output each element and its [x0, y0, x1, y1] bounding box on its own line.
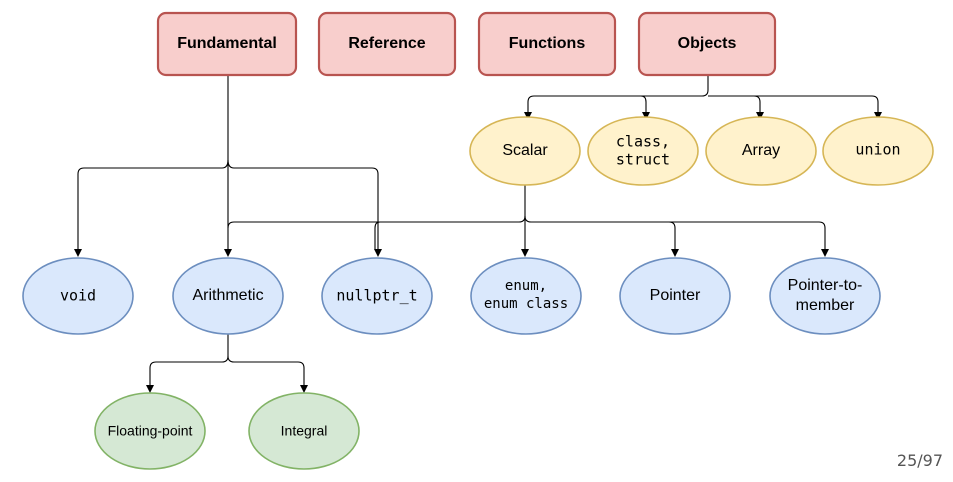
edge-scalar-nullptr [374, 221, 381, 249]
arrow-nullptr [374, 249, 382, 257]
class-label: class, [616, 133, 670, 151]
functions-label: Functions [509, 35, 586, 52]
arrow-union [874, 112, 882, 120]
arrow-array [756, 112, 764, 120]
pointer-to-label: Pointer-to- [788, 277, 863, 294]
scalar-label: Scalar [502, 142, 548, 159]
pointer-label: Pointer [650, 287, 701, 304]
reference-label: Reference [348, 35, 425, 52]
nullptr-node: nullptr_t [321, 257, 433, 335]
arrow-ptrmember [821, 249, 829, 257]
arrow-pointer [671, 249, 679, 257]
objects-label: Objects [678, 35, 737, 52]
arrow-floating [146, 385, 154, 393]
edge-scalar-ptrmember [669, 221, 826, 249]
arithmetic-label: Arithmetic [192, 287, 263, 304]
array-node: Array [705, 116, 817, 186]
edge-fundamental-nullptr [227, 159, 379, 249]
integral-node: Integral [248, 392, 360, 470]
pointer-node: Pointer [619, 257, 731, 335]
nullptr-label: nullptr_t [336, 287, 417, 305]
arrow-arithmetic [224, 249, 232, 257]
edge-objects-trunk [527, 76, 709, 112]
fundamental-node: Fundamental [156, 11, 298, 77]
arithmetic-node: Arithmetic [172, 257, 284, 335]
enum-node: enum, enum class [470, 257, 582, 335]
floating-point-label: Floating-point [108, 423, 193, 439]
struct-label: struct [616, 151, 670, 169]
member-label: member [796, 297, 855, 314]
enum-label: enum, [505, 278, 547, 294]
arrow-enum [521, 249, 529, 257]
edge-scalar-trunk [227, 185, 526, 229]
edge-scalar-pointer [524, 215, 676, 249]
objects-node: Objects [637, 11, 777, 77]
arrow-integral [300, 385, 308, 393]
edge-objects-class [640, 95, 647, 112]
edge-objects-union [754, 95, 879, 112]
edge-objects-array [708, 95, 761, 112]
enum-class-label: enum class [484, 296, 568, 312]
arrow-void [74, 249, 82, 257]
arrow-class [642, 112, 650, 120]
page-number: 25/97 [896, 451, 943, 470]
reference-node: Reference [317, 11, 457, 77]
scalar-node: Scalar [469, 116, 581, 186]
arrow-scalar [524, 112, 532, 120]
edge-arithmetic-integral [227, 355, 305, 385]
floating-point-node: Floating-point [94, 392, 206, 470]
union-node: union [822, 116, 934, 186]
fundamental-label: Fundamental [177, 35, 277, 52]
union-label: union [855, 141, 900, 159]
pointer-to-member-node: Pointer-to- member [769, 257, 881, 335]
integral-label: Integral [281, 423, 328, 439]
edge-fundamental-void [77, 159, 229, 249]
connectors [74, 76, 882, 393]
functions-node: Functions [477, 11, 617, 77]
void-node: void [22, 257, 134, 335]
class-struct-node: class, struct [587, 116, 699, 186]
array-label: Array [742, 142, 780, 159]
edge-arithmetic-trunk [149, 332, 229, 385]
void-label: void [60, 287, 96, 305]
